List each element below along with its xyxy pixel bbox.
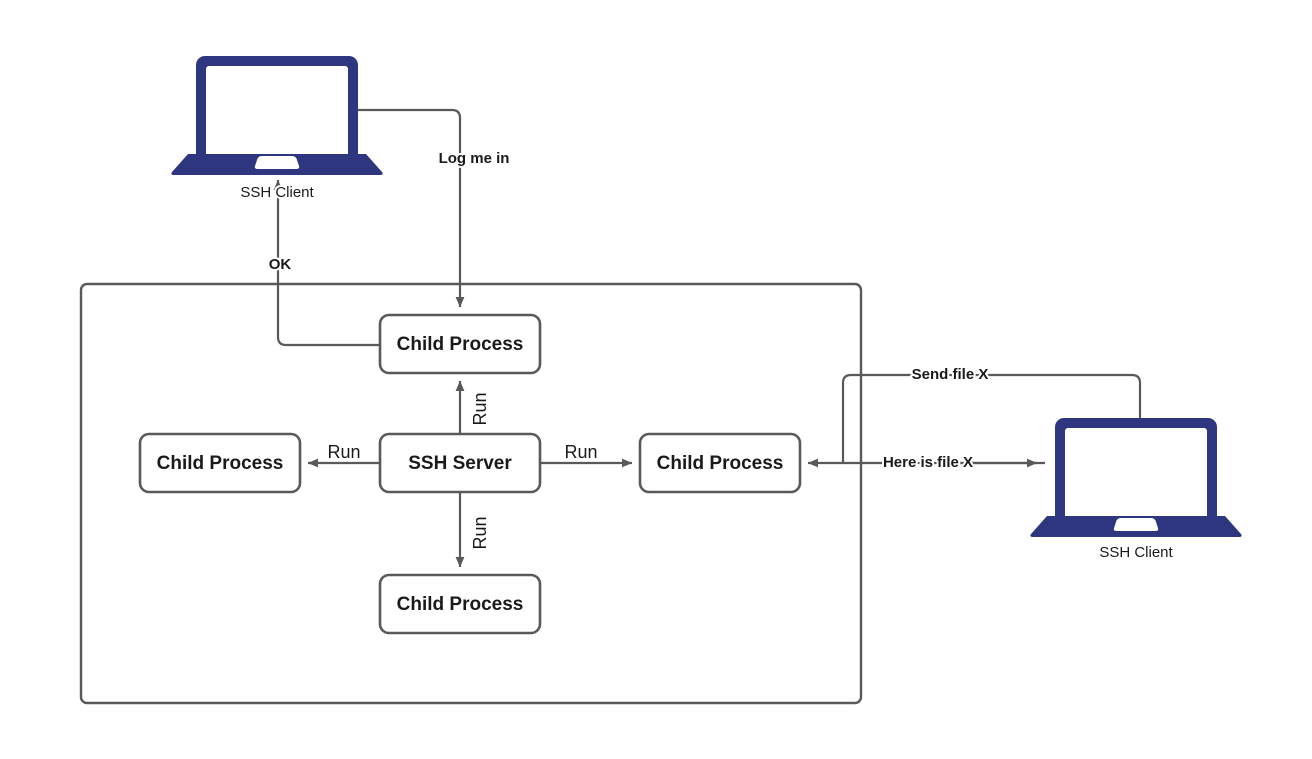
node-ssh-server[interactable]: SSH Server (378, 432, 542, 494)
node-child-process-top-box (378, 313, 542, 375)
laptop-screen (206, 66, 348, 158)
edge-label-run-up: Run (470, 392, 490, 425)
laptop-trackpad-notch (254, 156, 300, 169)
node-child-process-right[interactable]: Child Process (638, 432, 802, 494)
node-child-process-right-box (638, 432, 802, 494)
edge-label-run-down: Run (470, 516, 490, 549)
node-child-process-bottom-label: Child Process (397, 594, 524, 615)
node-child-process-left-box (138, 432, 302, 494)
edge-label-run-right: Run (564, 442, 597, 462)
node-child-process-bottom[interactable]: Child Process (378, 573, 542, 635)
laptop-trackpad-notch (1113, 518, 1159, 531)
node-child-process-top[interactable]: Child Process (378, 313, 542, 375)
node-child-process-left[interactable]: Child Process (138, 432, 302, 494)
node-child-process-bottom-box (378, 573, 542, 635)
edge-label-ok: OK (269, 256, 292, 273)
node-child-process-top-label: Child Process (397, 334, 524, 355)
laptop-label-ssh-client-top: SSH Client (240, 184, 314, 201)
node-ssh-server-box (378, 432, 542, 494)
edge-log-me-in-line (357, 108, 465, 308)
edge-ok-line (273, 179, 380, 347)
node-child-process-right-label: Child Process (657, 453, 784, 474)
edge-send-file-x-line (841, 373, 1142, 463)
edge-label-run-left: Run (327, 442, 360, 462)
edge-label-log-me-in: Log me in (439, 150, 510, 167)
laptop-icon-ssh-client-right[interactable] (1030, 418, 1242, 537)
laptop-icon-ssh-client-top[interactable] (171, 56, 383, 175)
node-ssh-server-label: SSH Server (408, 453, 512, 474)
edge-label-here-is-file-x: Here is file X (883, 454, 973, 471)
ssh-server-host-boundary (79, 282, 863, 705)
node-child-process-left-label: Child Process (157, 453, 284, 474)
laptop-screen (1065, 428, 1207, 520)
laptop-label-ssh-client-right: SSH Client (1099, 544, 1173, 561)
edge-label-send-file-x: Send file X (912, 366, 989, 383)
